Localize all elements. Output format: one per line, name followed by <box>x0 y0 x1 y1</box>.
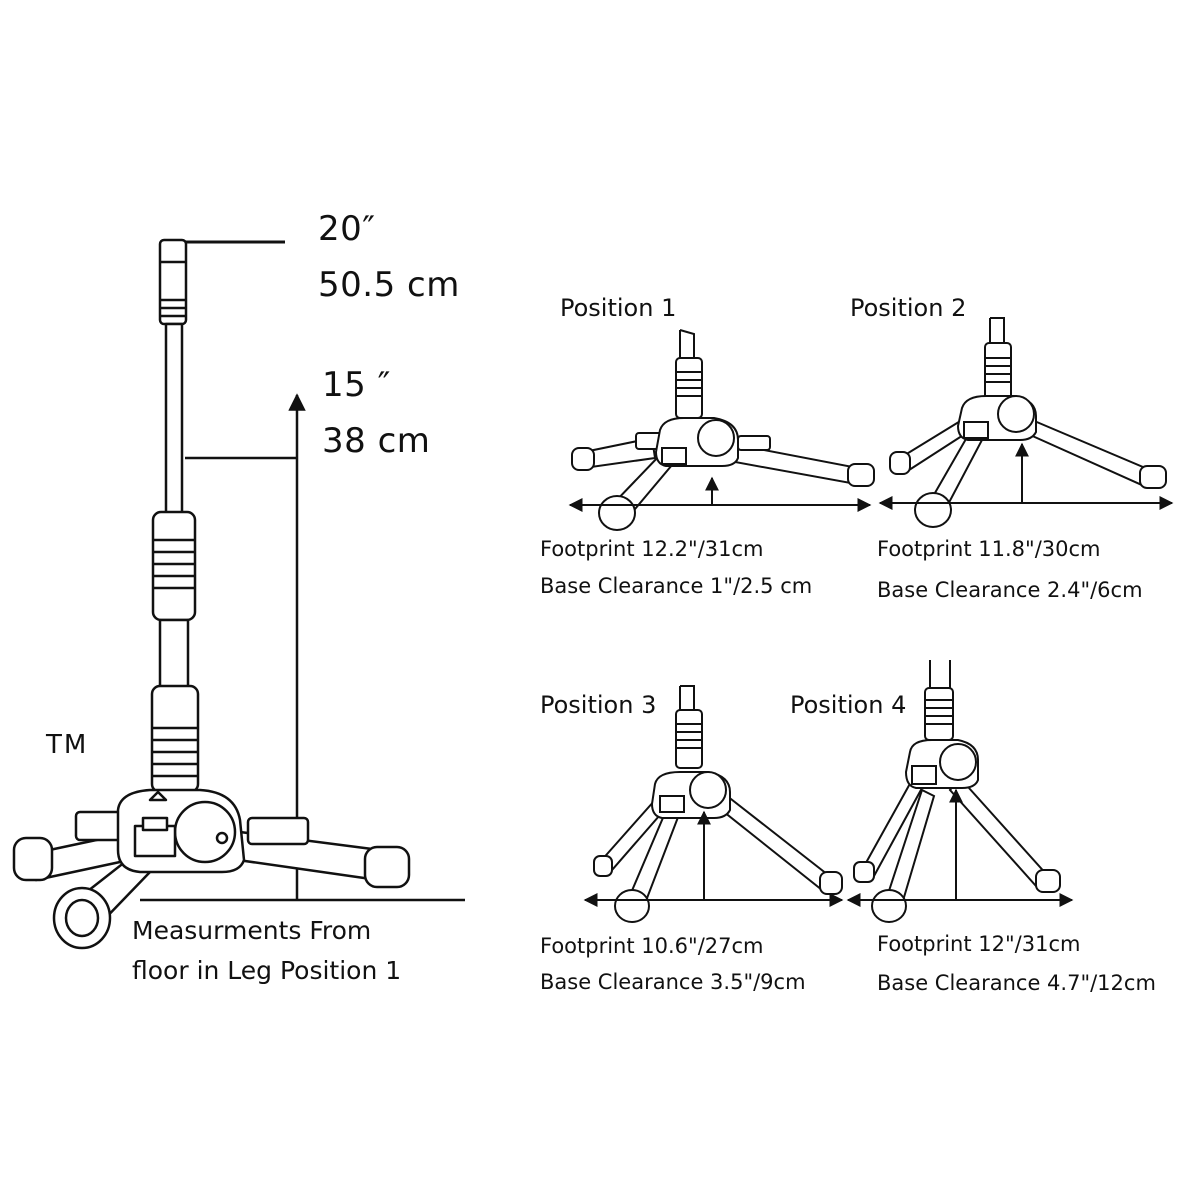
measurement-note-line2: floor in Leg Position 1 <box>132 956 402 985</box>
position-3-footprint: Footprint 10.6"/27cm <box>540 934 764 958</box>
top-height-cm: 50.5 cm <box>318 265 460 305</box>
trademark-label: TM <box>46 730 89 760</box>
position-1-clearance: Base Clearance 1"/2.5 cm <box>540 574 813 598</box>
position-3-illustration <box>583 685 844 923</box>
mid-height-cm: 38 cm <box>322 421 431 461</box>
position-4-clearance: Base Clearance 4.7"/12cm <box>877 971 1156 995</box>
position-4-illustration <box>846 660 1074 923</box>
measurement-note-line1: Measurments From <box>132 916 372 945</box>
position-1-label: Position 1 <box>560 294 677 322</box>
position-1-footprint: Footprint 12.2"/31cm <box>540 537 764 561</box>
position-4-label: Position 4 <box>790 691 907 719</box>
position-1-illustration <box>568 329 875 531</box>
position-2-illustration <box>878 317 1174 528</box>
position-4-footprint: Footprint 12"/31cm <box>877 932 1081 956</box>
position-3-label: Position 3 <box>540 691 657 719</box>
top-height-inches: 20″ <box>318 209 376 249</box>
position-2-clearance: Base Clearance 2.4"/6cm <box>877 578 1143 602</box>
position-2-label: Position 2 <box>850 294 967 322</box>
position-2-footprint: Footprint 11.8"/30cm <box>877 537 1101 561</box>
position-3-clearance: Base Clearance 3.5"/9cm <box>540 970 806 994</box>
mid-height-inches: 15 ″ <box>322 365 391 405</box>
